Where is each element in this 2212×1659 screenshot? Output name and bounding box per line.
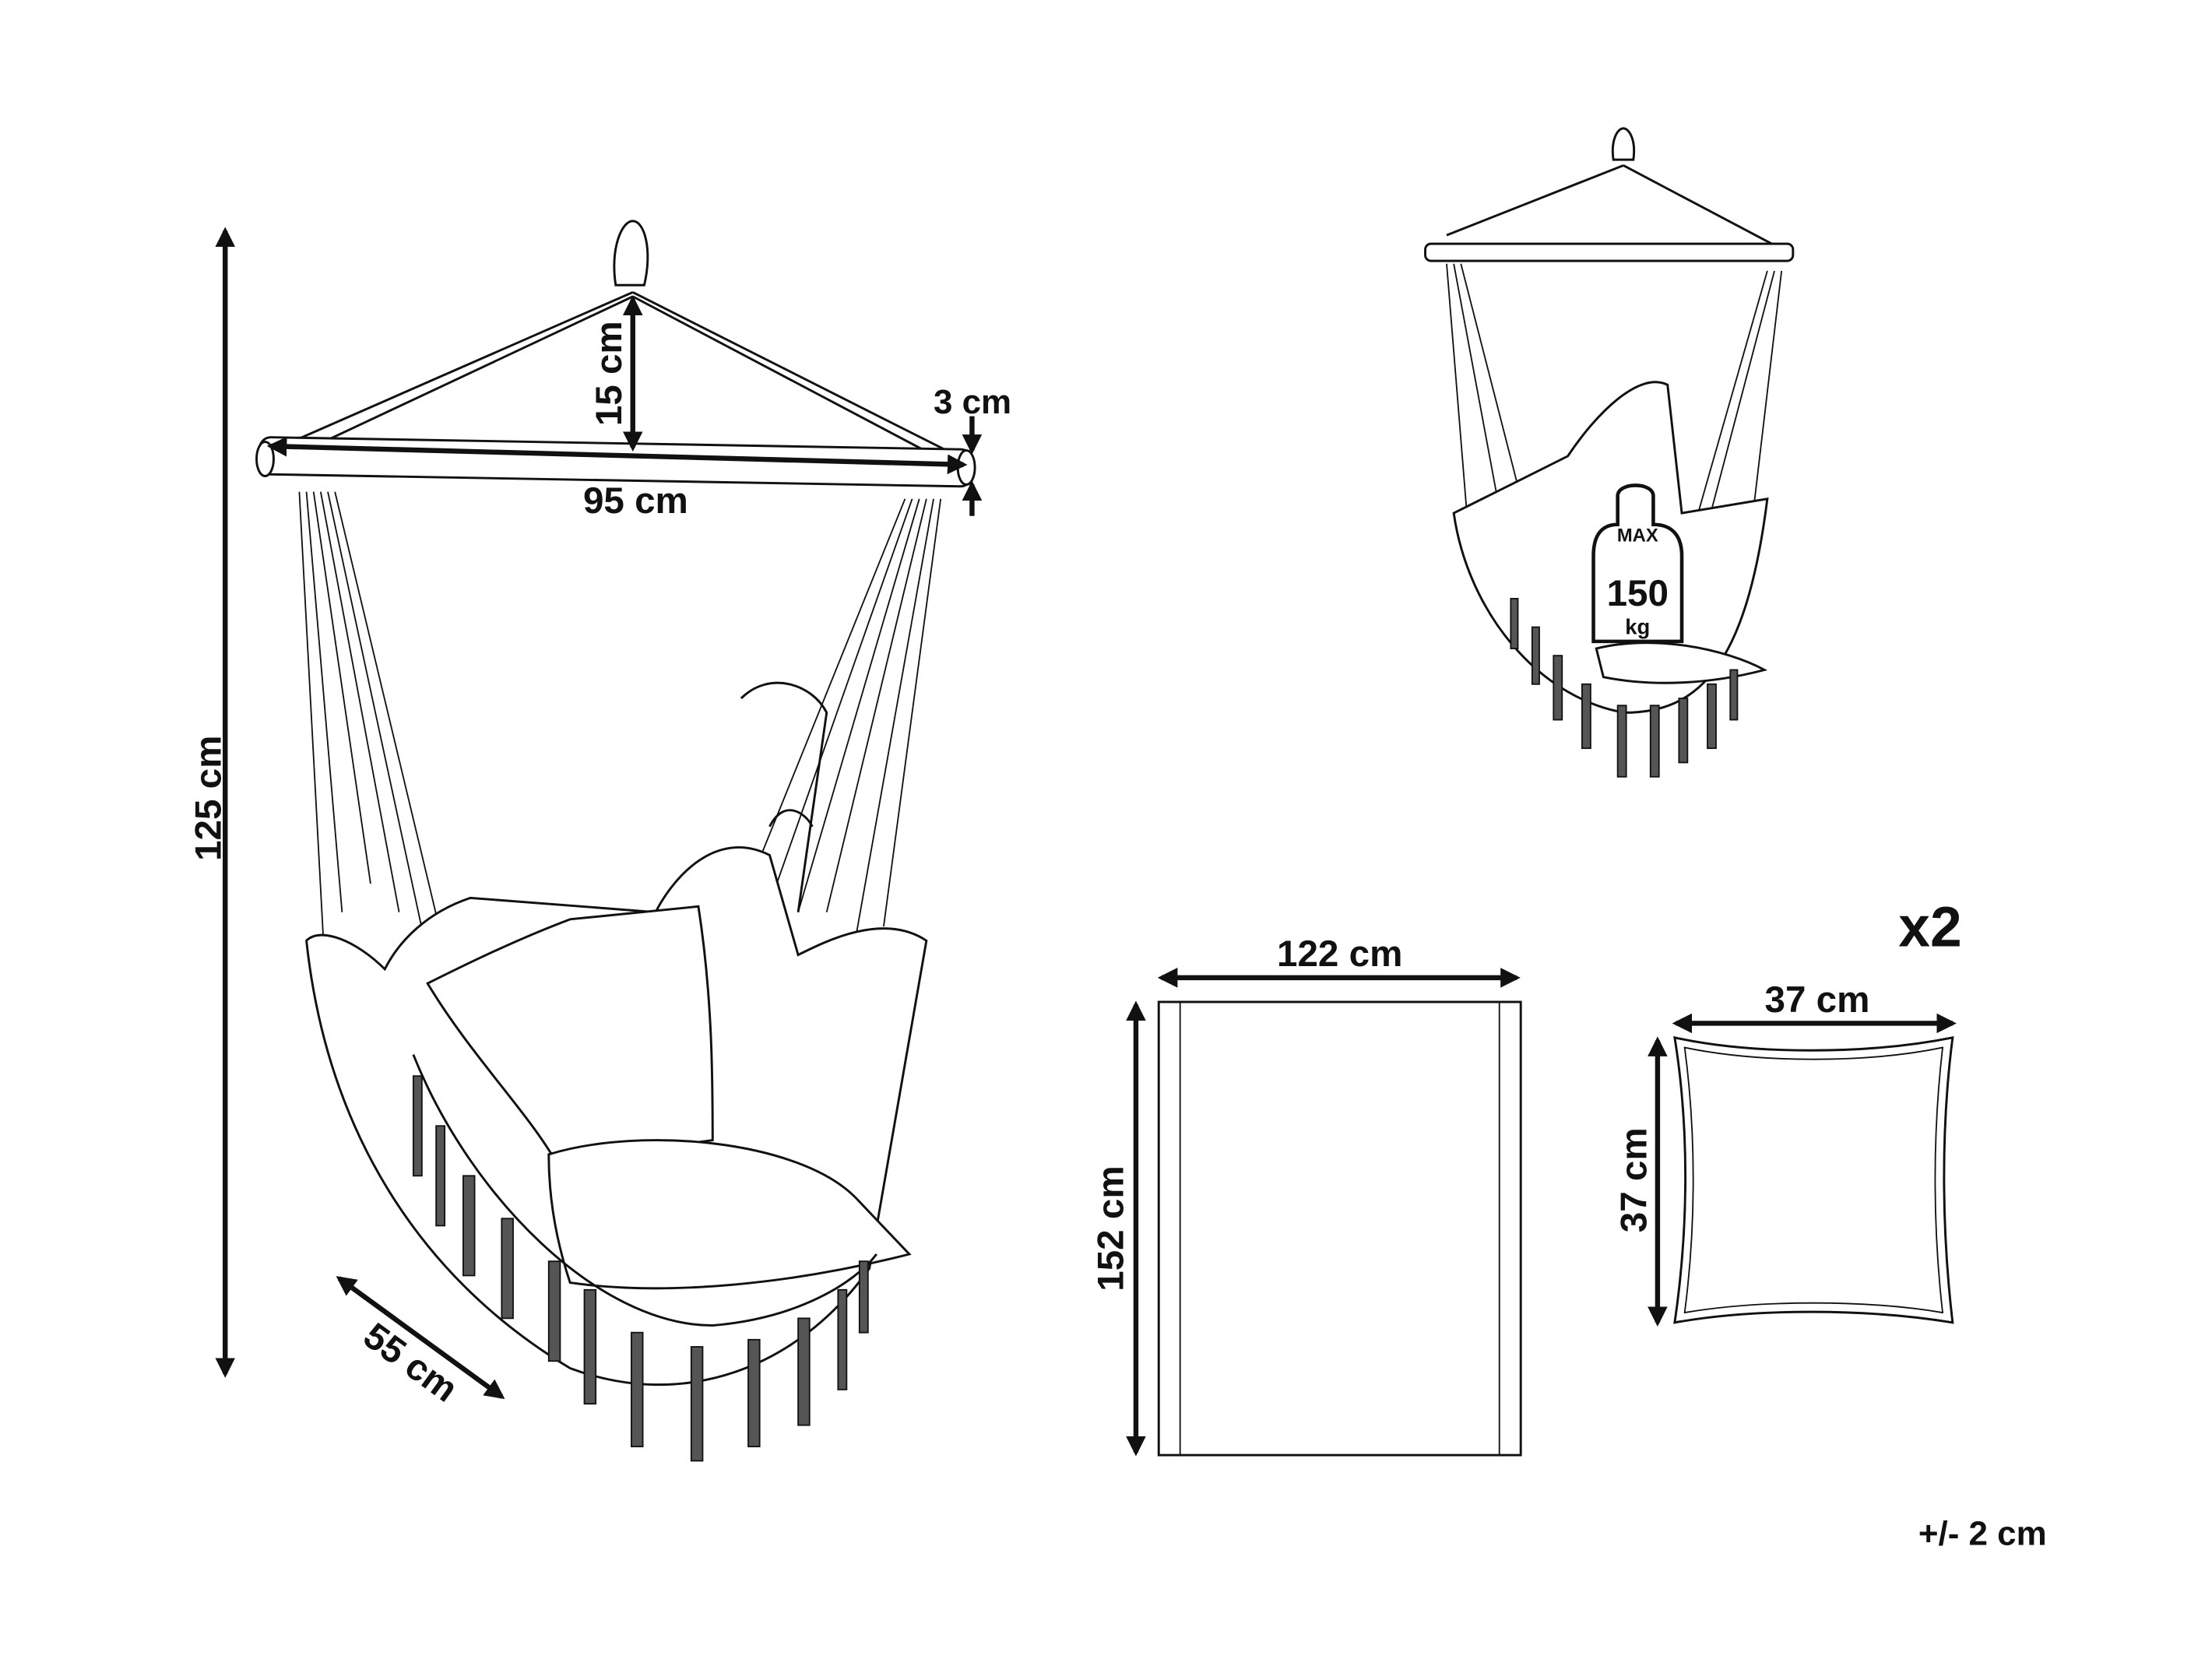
cushion-drawing — [1673, 1035, 1954, 1324]
back-cushion — [426, 905, 714, 1163]
max-load-unit: kg — [1625, 615, 1650, 639]
cushion-width-label: 37 cm — [1764, 979, 1869, 1021]
bar-diameter-label: 3 cm — [934, 383, 1011, 421]
tolerance-note: +/- 2 cm — [1918, 1514, 2047, 1552]
fringe-tassels — [412, 1075, 869, 1462]
cushion-quantity: x2 — [1898, 895, 1961, 959]
max-load-value: 150 — [1607, 573, 1669, 614]
cushion-height-label: 37 cm — [1613, 1127, 1655, 1232]
depth-dimension-line — [336, 1276, 505, 1400]
blanket-drawing — [1157, 1000, 1522, 1457]
max-load-chair-drawing: MAX 150 kg — [1424, 127, 1795, 778]
rope-height-label: 15 cm — [589, 321, 630, 426]
weight-icon: MAX 150 kg — [1591, 483, 1684, 644]
blanket-height-label: 152 cm — [1090, 1165, 1131, 1291]
blanket-width-label: 122 cm — [1277, 933, 1402, 975]
max-label: MAX — [1617, 525, 1658, 547]
ceiling-hook — [613, 220, 649, 286]
height-label: 125 cm — [188, 736, 230, 861]
bar-length-label: 95 cm — [583, 480, 688, 522]
bar-length-dimension-line — [266, 436, 968, 475]
seat-cushion — [547, 1139, 912, 1290]
